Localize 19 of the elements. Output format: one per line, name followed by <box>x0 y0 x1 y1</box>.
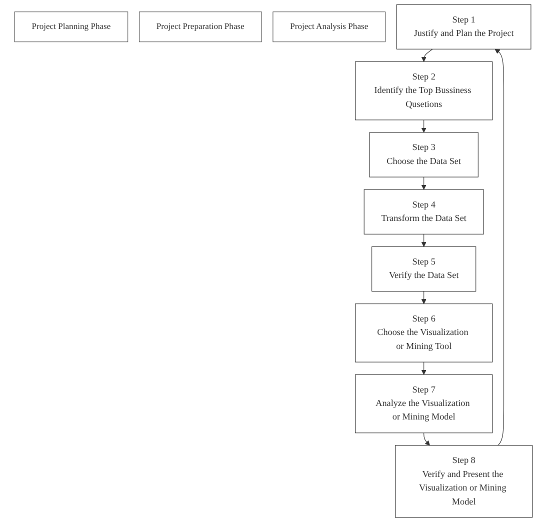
node-box: Step 3 Choose the Data Set <box>368 132 478 178</box>
node-box: Step 7 Analyze the Visualization or Mining Model <box>354 374 492 434</box>
node-box: Step 2 Identify the Top Bussiness Qusetions <box>354 61 492 120</box>
node-box: Step 4 Transform the Data Set <box>363 189 484 234</box>
arrow <box>423 432 430 446</box>
node-box: Step 5 Verify the Data Set <box>371 246 476 292</box>
node-box: Step 8 Verify and Present the Visualization or Mining Model <box>394 445 532 518</box>
arrow <box>420 290 426 304</box>
node-box: Step 6 Choose the Visualization or Mining Tool <box>354 304 492 362</box>
arrow <box>420 176 426 190</box>
arrow <box>420 120 426 133</box>
arrow <box>420 362 426 375</box>
arrow <box>420 48 432 62</box>
arrow <box>420 234 426 247</box>
node-box: Project Planning Phase <box>14 12 128 42</box>
arrow <box>494 48 504 446</box>
node-box: Project Preparation Phase <box>138 12 262 42</box>
node-box: Project Analysis Phase <box>272 12 386 42</box>
node-box: Step 1 Justify and Plan the Project <box>396 4 531 50</box>
